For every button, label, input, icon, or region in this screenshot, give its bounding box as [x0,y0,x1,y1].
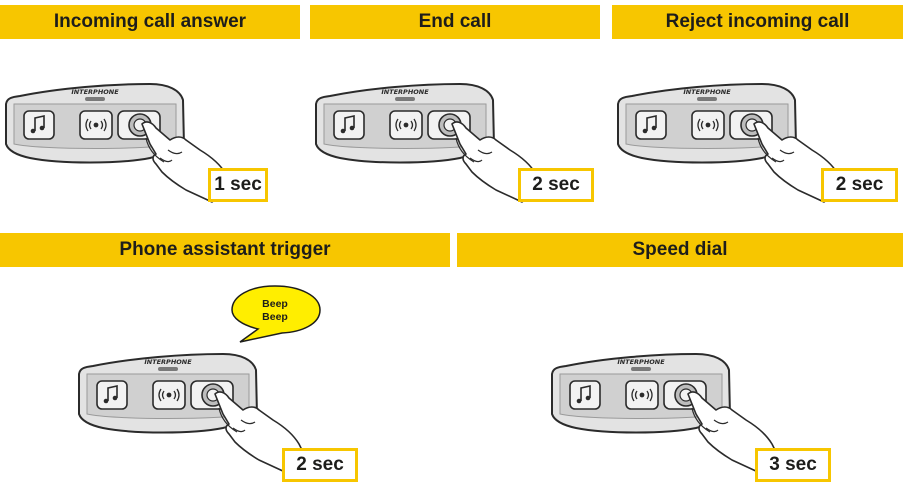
svg-text:INTERPHONE: INTERPHONE [381,88,429,96]
music-button [635,110,667,140]
intercom-button [152,380,186,410]
intercom-button [79,110,113,140]
intercom-button [389,110,423,140]
intercom-device-4: INTERPHONE [78,352,306,473]
music-button [23,110,55,140]
bubble-line-1: Beep [262,298,288,310]
intercom-button [625,380,659,410]
duration-label-3: 2 sec [821,168,898,202]
music-button [569,380,601,410]
panel-header-incoming-call-answer: Incoming call answer [0,5,300,39]
panel-title: Speed dial [632,239,728,260]
intercom-device-5: INTERPHONE [551,352,779,473]
panel-header-phone-assistant-trigger: Phone assistant trigger [0,233,450,267]
duration-label-2: 2 sec [518,168,594,202]
intercom-button [691,110,725,140]
svg-text:INTERPHONE: INTERPHONE [144,358,192,366]
intercom-device-3: INTERPHONE [617,82,845,203]
panel-title: Phone assistant trigger [119,239,331,260]
intercom-device-2: INTERPHONE [315,82,543,203]
panel-title: Incoming call answer [53,11,247,32]
intercom-device-1: INTERPHONE [5,82,233,203]
panel-header-reject-incoming-call: Reject incoming call [612,5,903,39]
panel-header-speed-dial: Speed dial [457,233,903,267]
panel-title: Reject incoming call [665,11,850,32]
panel-header-end-call: End call [310,5,600,39]
music-button [96,380,128,410]
panel-title: End call [418,11,492,32]
music-button [333,110,365,140]
svg-text:INTERPHONE: INTERPHONE [71,88,119,96]
duration-label-1: 1 sec [208,168,268,202]
duration-label-5: 3 sec [755,448,831,482]
duration-label-4: 2 sec [282,448,358,482]
bubble-line-2: Beep [262,311,288,323]
svg-text:INTERPHONE: INTERPHONE [683,88,731,96]
svg-text:INTERPHONE: INTERPHONE [617,358,665,366]
speech-bubble [231,285,321,343]
